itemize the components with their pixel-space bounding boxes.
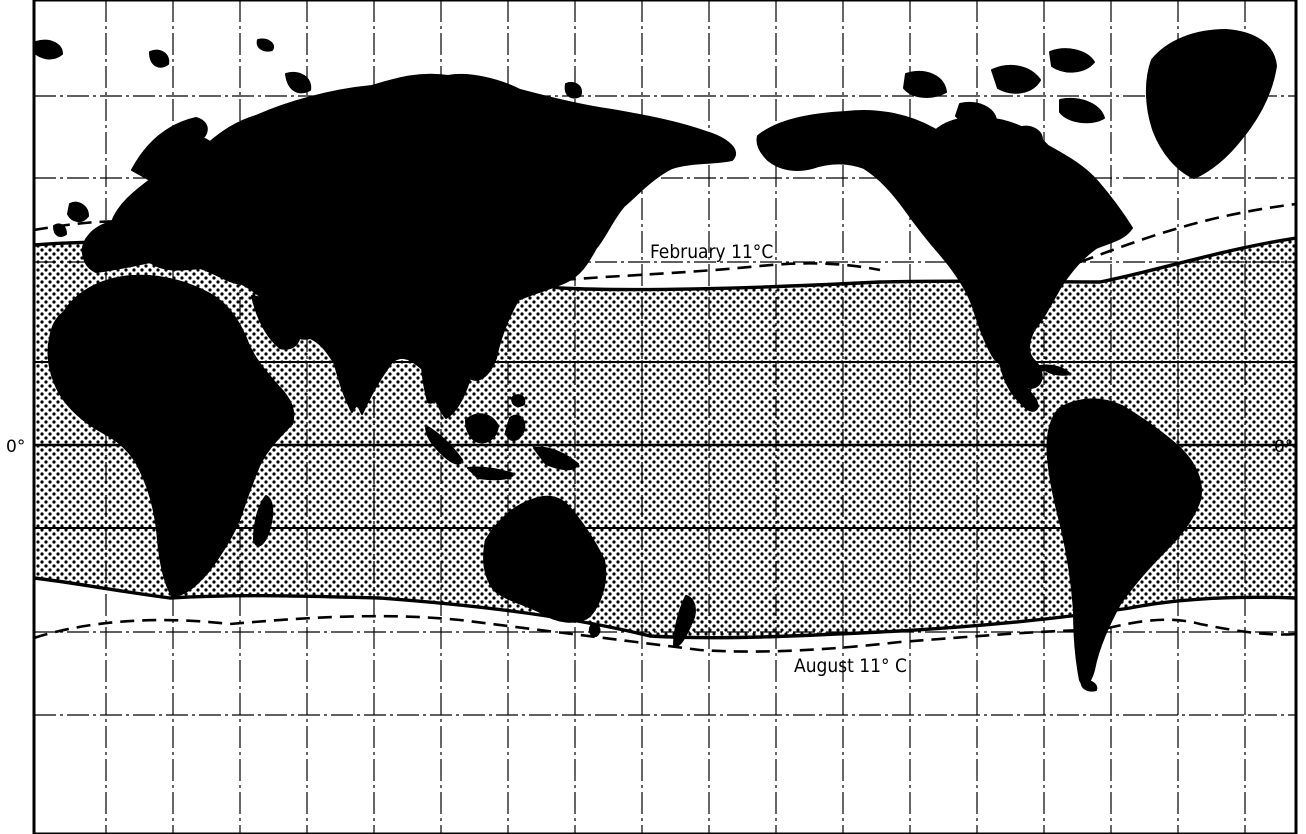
africa [47, 274, 295, 597]
equator-label-left: 0° [6, 437, 25, 457]
south-boundary-line [34, 576, 1296, 640]
greenland [1145, 29, 1277, 179]
australia [483, 495, 607, 623]
map-frame [32, 0, 1298, 834]
north-boundary-line [34, 236, 1296, 292]
japan [565, 205, 596, 264]
august-isotherm-line [34, 614, 1296, 653]
february-isotherm-line [34, 202, 1296, 284]
february-isotherm-label: February 11°C [650, 241, 773, 263]
madagascar [253, 495, 274, 547]
august-isotherm-label: August 11° C [794, 655, 907, 677]
equator-label-right: 0° [1274, 437, 1293, 457]
